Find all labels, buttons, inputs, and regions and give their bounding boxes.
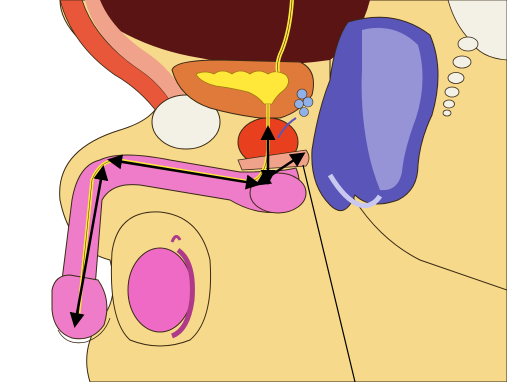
testis [128, 248, 192, 332]
